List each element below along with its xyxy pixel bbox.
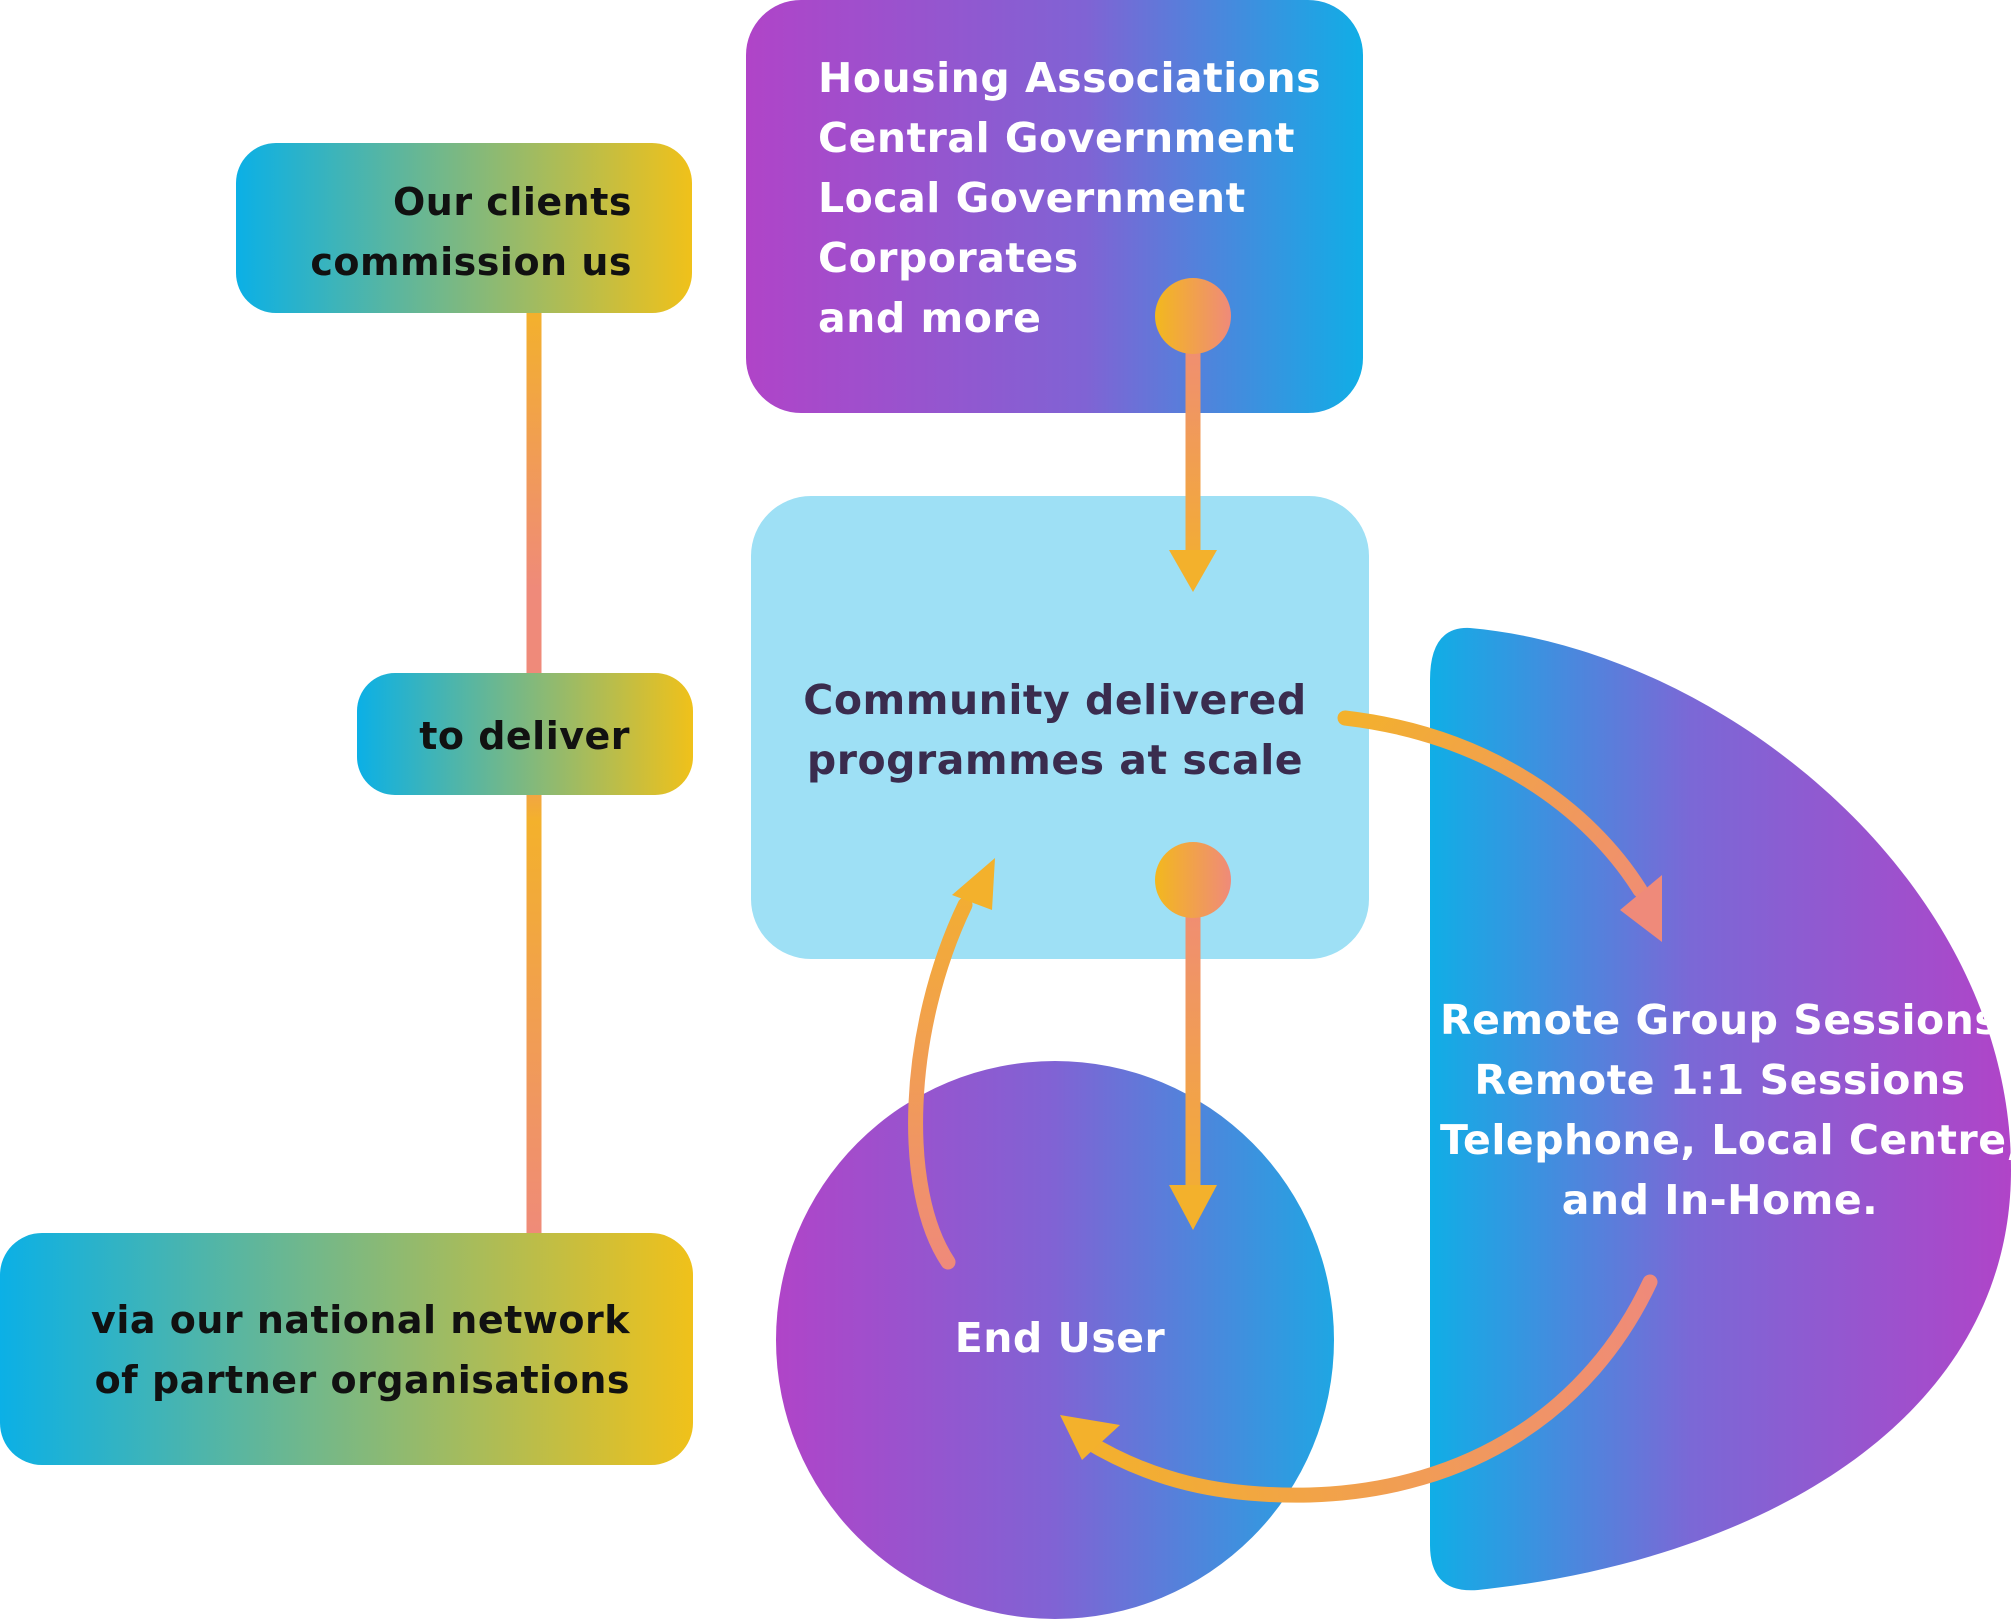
arrow-head-down-enduser (1169, 1185, 1217, 1230)
arrow-head-community (952, 858, 995, 910)
clients-label: Our clients commission us (310, 180, 632, 284)
delivery-modes-shape (1430, 627, 2011, 1591)
community-box (751, 496, 1369, 959)
clients-pill (236, 143, 692, 313)
end-user-label: End User (954, 1314, 1166, 1362)
arc-community-to-delivery (1337, 710, 1648, 898)
arc-enduser-to-community (908, 897, 973, 1270)
deliver-pill (357, 673, 693, 795)
arrow-head-delivery (1620, 875, 1662, 942)
start-dot-clients (1155, 278, 1231, 354)
start-dot-community (1155, 842, 1231, 918)
delivery-modes-label: Remote Group Sessions, Remote 1:1 Sessio… (1440, 996, 2011, 1224)
arrow-head-enduser (1060, 1415, 1120, 1460)
network-label: via our national network of partner orga… (91, 1298, 630, 1402)
client-list-label: Housing Associations Central Government … (818, 54, 1322, 342)
network-pill (0, 1233, 693, 1465)
arc-delivery-to-enduser (1077, 1274, 1658, 1503)
deliver-label: to deliver (419, 714, 630, 758)
arrow-head-down-community (1169, 550, 1217, 592)
community-label: Community delivered programmes at scale (803, 676, 1307, 784)
